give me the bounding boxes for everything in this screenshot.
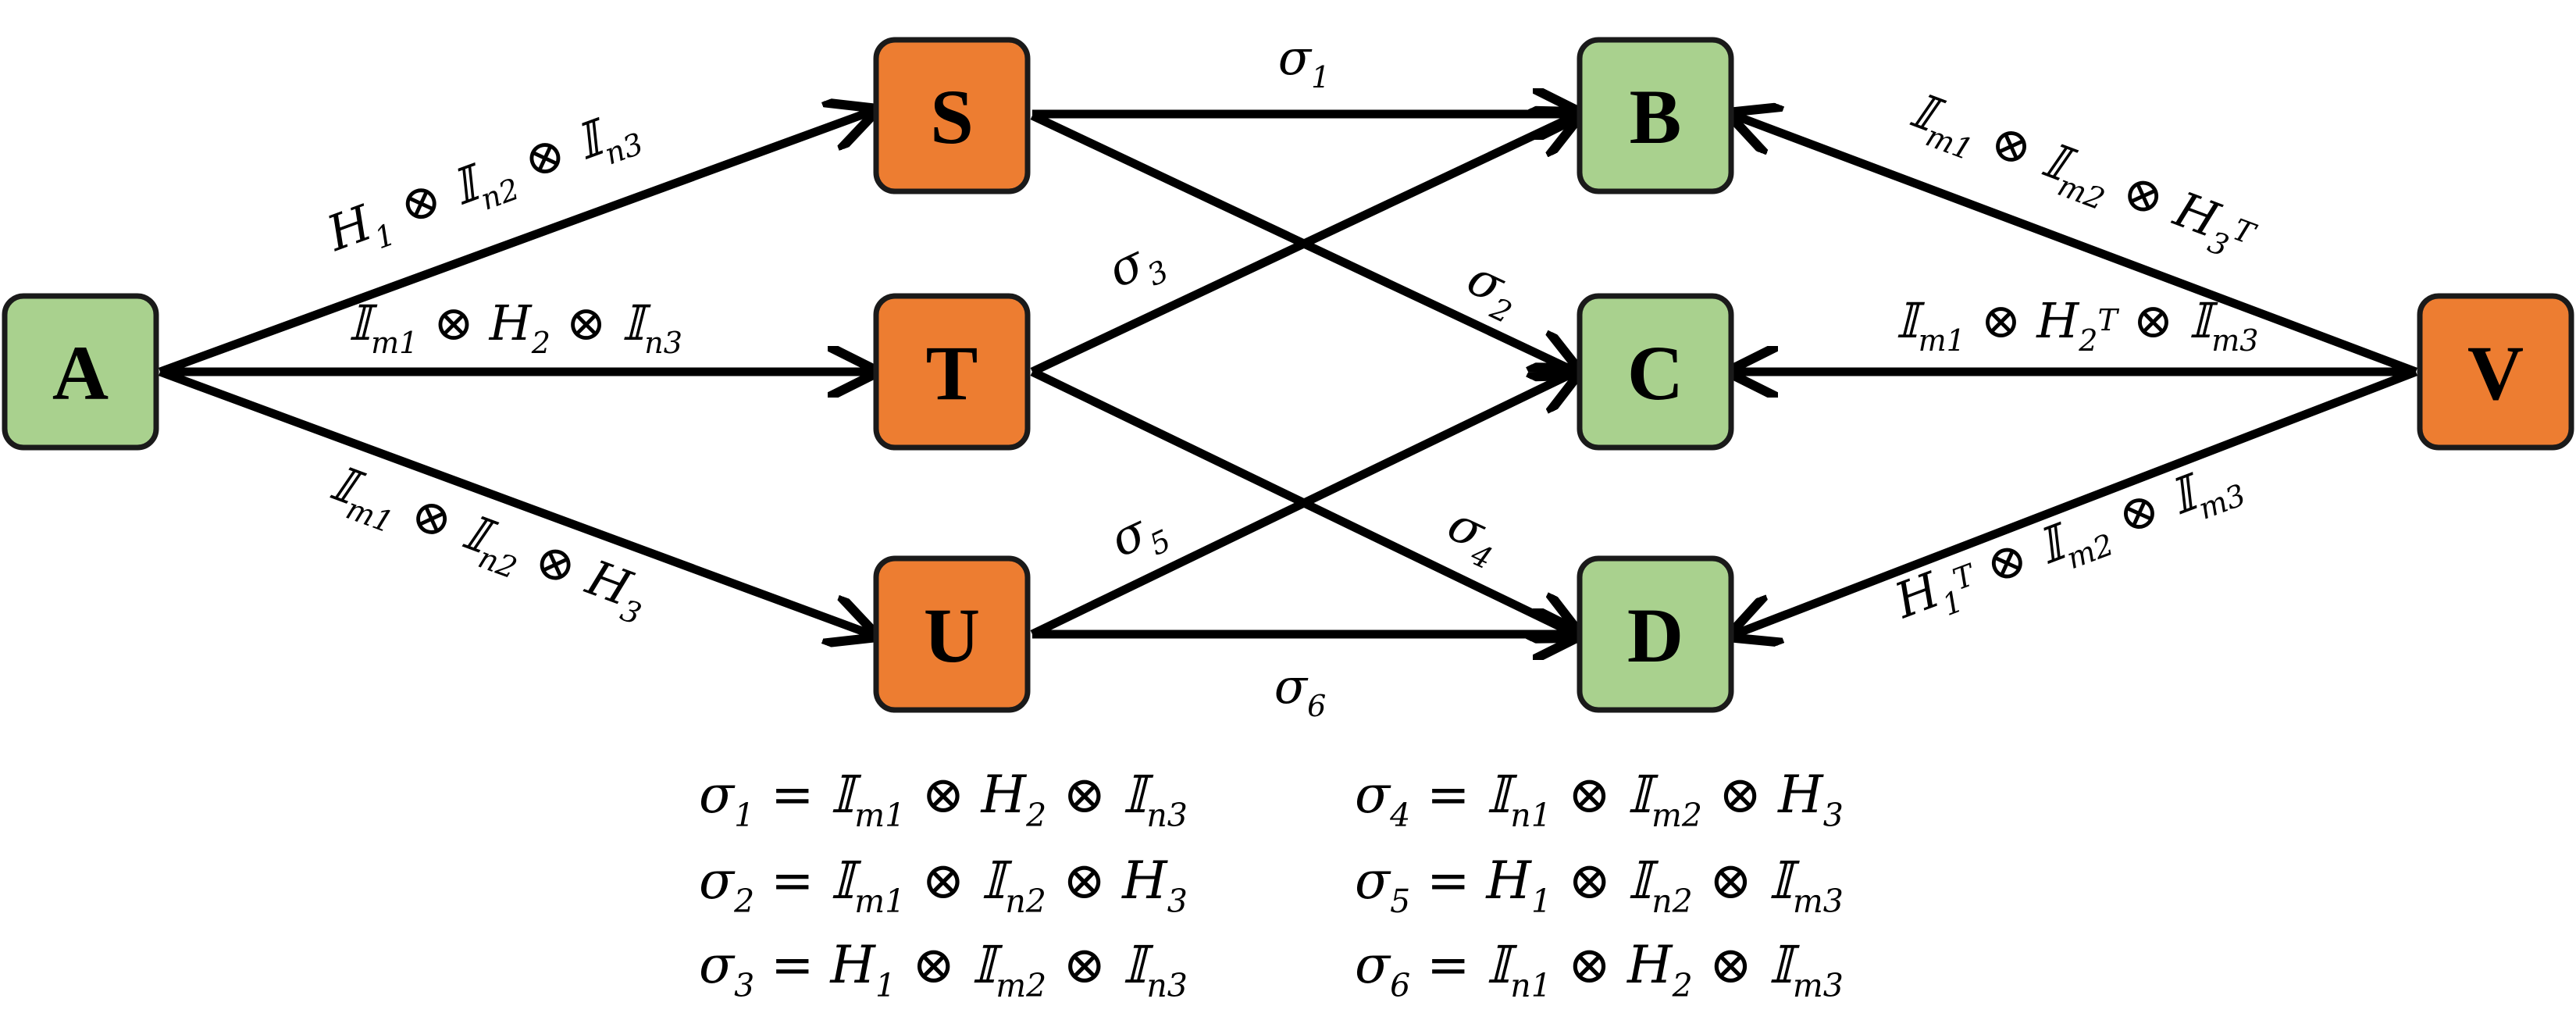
- node-a: A: [2, 293, 159, 451]
- node-b-box: [1577, 37, 1734, 194]
- node-v-label: V: [2467, 330, 2524, 416]
- edge-a-to-u: [159, 367, 871, 634]
- edge-label-t-b: σ3: [1099, 225, 1174, 306]
- edge-label-v-c: 𝕀m1 ⊗ H2T ⊗ 𝕀m3: [1896, 292, 2259, 358]
- edge-u-to-c: [1030, 372, 1576, 638]
- node-t-label: T: [926, 330, 978, 416]
- edge-t-to-b: [1030, 116, 1576, 376]
- node-b: B: [1577, 37, 1734, 194]
- node-u: U: [873, 555, 1031, 713]
- node-d-label: D: [1627, 592, 1683, 679]
- edge-label-t-d: σ4: [1436, 494, 1511, 576]
- node-v: V: [2417, 293, 2574, 451]
- node-s: S: [873, 37, 1031, 194]
- node-t: T: [873, 293, 1031, 451]
- node-a-box: [2, 293, 159, 451]
- node-c-label: C: [1627, 330, 1683, 416]
- edge-label-a-t: 𝕀m1 ⊗ H2 ⊗ 𝕀n3: [348, 294, 682, 360]
- node-a-label: A: [52, 330, 109, 416]
- node-s-label: S: [930, 73, 974, 160]
- edge-label-s-b: σ1: [1278, 29, 1331, 95]
- legend-line-sigma-6: σ6 = 𝕀n1 ⊗ H2 ⊗ 𝕀m3: [1355, 935, 1844, 1004]
- edge-a-to-s: [159, 112, 871, 376]
- edge-label-u-d: σ6: [1274, 658, 1327, 723]
- node-c-box: [1577, 293, 1734, 451]
- edge-v-to-b: [1735, 116, 2417, 376]
- legend-line-sigma-3: σ3 = H1 ⊗ 𝕀m2 ⊗ 𝕀n3: [699, 935, 1188, 1004]
- edge-label-u-c: σ5: [1101, 494, 1176, 576]
- node-d-box: [1577, 555, 1734, 713]
- edge-label-v-d: H1T ⊗ 𝕀m2 ⊗ 𝕀m3: [1887, 448, 2250, 638]
- node-u-box: [873, 555, 1031, 713]
- node-v-box: [2417, 293, 2574, 451]
- edge-label-a-u: 𝕀m1 ⊗ 𝕀n2 ⊗ H3: [320, 454, 656, 631]
- legend-line-sigma-5: σ5 = H1 ⊗ 𝕀n2 ⊗ 𝕀m3: [1355, 851, 1844, 920]
- node-s-box: [873, 37, 1031, 194]
- node-t-box: [873, 293, 1031, 451]
- edge-v-to-d: [1735, 367, 2417, 634]
- legend-line-sigma-2: σ2 = 𝕀m1 ⊗ 𝕀n2 ⊗ H3: [699, 851, 1188, 920]
- legend-line-sigma-1: σ1 = 𝕀m1 ⊗ H2 ⊗ 𝕀n3: [699, 765, 1188, 834]
- edge-label-a-s: H1 ⊗ 𝕀n2 ⊗ 𝕀n3: [319, 97, 648, 270]
- node-c: C: [1577, 293, 1734, 451]
- node-b-label: B: [1630, 73, 1682, 160]
- legend-line-sigma-4: σ4 = 𝕀n1 ⊗ 𝕀m2 ⊗ H3: [1355, 765, 1844, 834]
- node-d: D: [1577, 555, 1734, 713]
- node-u-label: U: [924, 592, 980, 679]
